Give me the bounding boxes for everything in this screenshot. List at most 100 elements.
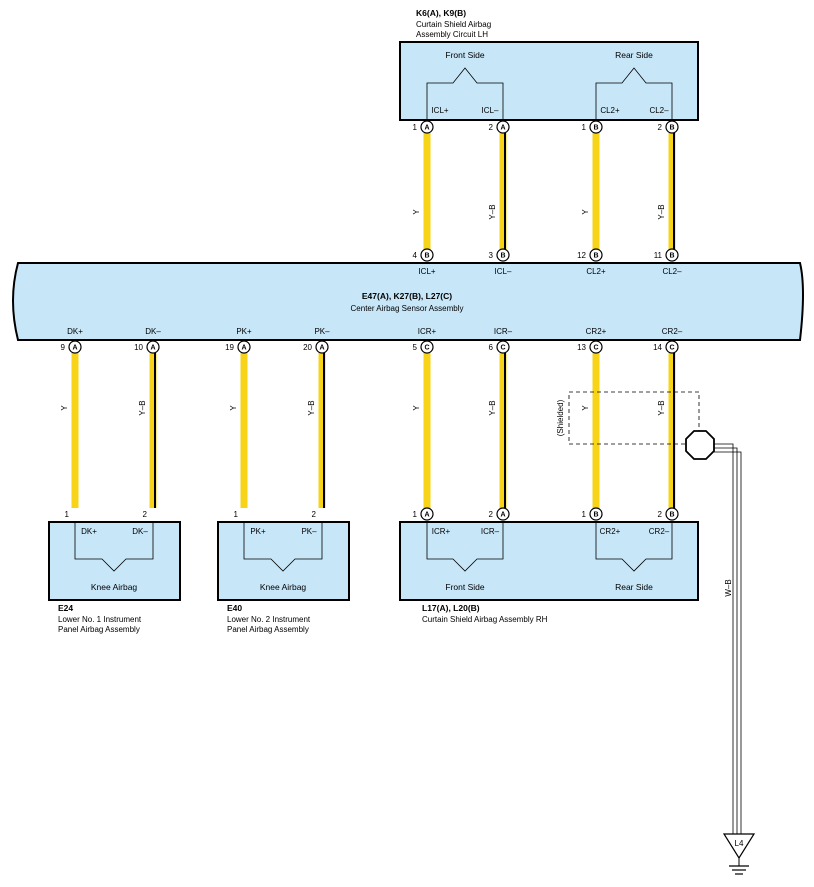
pin-circle: [496, 507, 510, 521]
pin-letter: A: [424, 512, 429, 519]
rh-rear-squib-symbol: [595, 522, 673, 572]
pin-circle: [146, 340, 160, 354]
connector-e40: PK+ PK– Knee Airbag E40 Lower No. 2 Inst…: [217, 521, 350, 634]
shield-junction-octagon: [685, 430, 715, 460]
pin-center-bottom: A 10: [134, 340, 160, 354]
pin-circle: [589, 507, 603, 521]
ground-label: L4: [735, 839, 744, 848]
wire-upper: Y–B: [657, 133, 676, 249]
pin-letter: B: [669, 253, 674, 260]
pin-number: 2: [489, 510, 494, 519]
center-top-pin-label: ICL–: [495, 267, 512, 276]
center-bottom-pin-label: PK+: [236, 327, 252, 336]
shield-drain-wire: [714, 443, 734, 834]
pin-circle: [237, 340, 251, 354]
pin-letter: B: [593, 512, 598, 519]
wire-color-label: Y–B: [657, 400, 666, 415]
pin-number: 2: [489, 123, 494, 132]
pin-number: 5: [413, 343, 418, 352]
pin-circle: [665, 248, 679, 262]
pin-center-top: B3: [489, 248, 510, 262]
lh-module-box: [399, 41, 699, 121]
e24-pin-label: DK+: [81, 527, 97, 536]
lh-front-squib-symbol: [426, 67, 504, 120]
wire-color-label: Y: [412, 209, 421, 215]
pin-center-top: B4: [413, 248, 434, 262]
pin-letter: B: [424, 253, 429, 260]
connector-lh: K6(A), K9(B) Curtain Shield Airbag Assem…: [399, 8, 699, 121]
pin-number: 1: [582, 510, 587, 519]
rh-pin-label: ICR–: [481, 527, 500, 536]
pin-number-knee: 2: [312, 510, 317, 519]
pin-circle: [589, 120, 603, 134]
wire-color-label: Y–B: [307, 400, 316, 415]
pin-center-bottom: A20: [303, 340, 329, 354]
wire-upper: Y: [581, 133, 600, 249]
shield-drain-wire: [714, 451, 742, 834]
pin-number: 3: [489, 251, 494, 260]
pin-number: 10: [134, 343, 143, 352]
center-bottom-pin-label: PK–: [314, 327, 330, 336]
lh-pin-label: ICL–: [482, 106, 499, 115]
e40-inner-label: Knee Airbag: [260, 582, 307, 592]
pin-center-bottom: C14: [653, 340, 679, 354]
pin-rh: B1: [582, 507, 603, 521]
pin-circle: [420, 248, 434, 262]
pin-lh: A2: [489, 120, 510, 134]
pin-center-bottom: C5: [413, 340, 434, 354]
pin-circle: [496, 120, 510, 134]
pin-circle: [665, 507, 679, 521]
center-bottom-pin-label: ICR–: [494, 327, 513, 336]
pin-circle: [420, 340, 434, 354]
e24-module-box: [48, 521, 181, 601]
center-top-pin-label: CL2+: [586, 267, 606, 276]
pin-number: 6: [489, 343, 494, 352]
lh-rear-side-label: Rear Side: [615, 50, 653, 60]
center-bottom-pin-label: DK+: [67, 327, 83, 336]
pin-rh: A1: [413, 507, 434, 521]
rh-pin-label: CR2–: [649, 527, 670, 536]
pin-letter: C: [669, 345, 674, 352]
pin-lh: B1: [582, 120, 603, 134]
wire-color-label: Y: [60, 405, 69, 411]
pin-center-bottom: C6: [489, 340, 510, 354]
e40-pin-label: PK–: [301, 527, 317, 536]
pin-letter: B: [669, 512, 674, 519]
pin-letter: B: [593, 253, 598, 260]
pin-letter: A: [241, 345, 246, 352]
pin-letter: B: [593, 125, 598, 132]
wire-lower: Y–B: [488, 353, 507, 508]
pin-letter: C: [500, 345, 505, 352]
pin-lh: A1: [413, 120, 434, 134]
shield-group: (Shielded) W–B L4: [556, 391, 756, 875]
pin-circle: [68, 340, 82, 354]
wire-lower: Y–B: [657, 353, 676, 508]
shield-drain-wire: [714, 447, 738, 834]
lh-front-side-label: Front Side: [445, 50, 484, 60]
shield-wire-color: W–B: [724, 579, 733, 596]
pin-letter: A: [150, 345, 155, 352]
pin-number: 20: [303, 343, 312, 352]
lh-connector-id: K6(A), K9(B): [416, 8, 466, 18]
rh-pin-label: ICR+: [432, 527, 451, 536]
pin-number-knee: 2: [143, 510, 148, 519]
e24-inner-label: Knee Airbag: [91, 582, 138, 592]
pin-center-top: B12: [577, 248, 603, 262]
rh-rear-side-label: Rear Side: [615, 582, 653, 592]
shield-dashed-box: [568, 391, 700, 445]
lh-rear-squib-symbol: [595, 67, 673, 120]
center-bottom-pin-label: CR2+: [586, 327, 607, 336]
e40-name-line1: Lower No. 2 Instrument: [227, 615, 311, 624]
rh-name: Curtain Shield Airbag Assembly RH: [422, 615, 548, 624]
pin-number: 9: [61, 343, 66, 352]
lh-name-line2: Assembly Circuit LH: [416, 30, 488, 39]
pin-rh: A2: [489, 507, 510, 521]
pin-letter: B: [669, 125, 674, 132]
pin-circle: [420, 120, 434, 134]
wire-color-label: Y: [581, 405, 590, 411]
wire-upper: Y: [412, 133, 431, 249]
pin-circle: [496, 340, 510, 354]
